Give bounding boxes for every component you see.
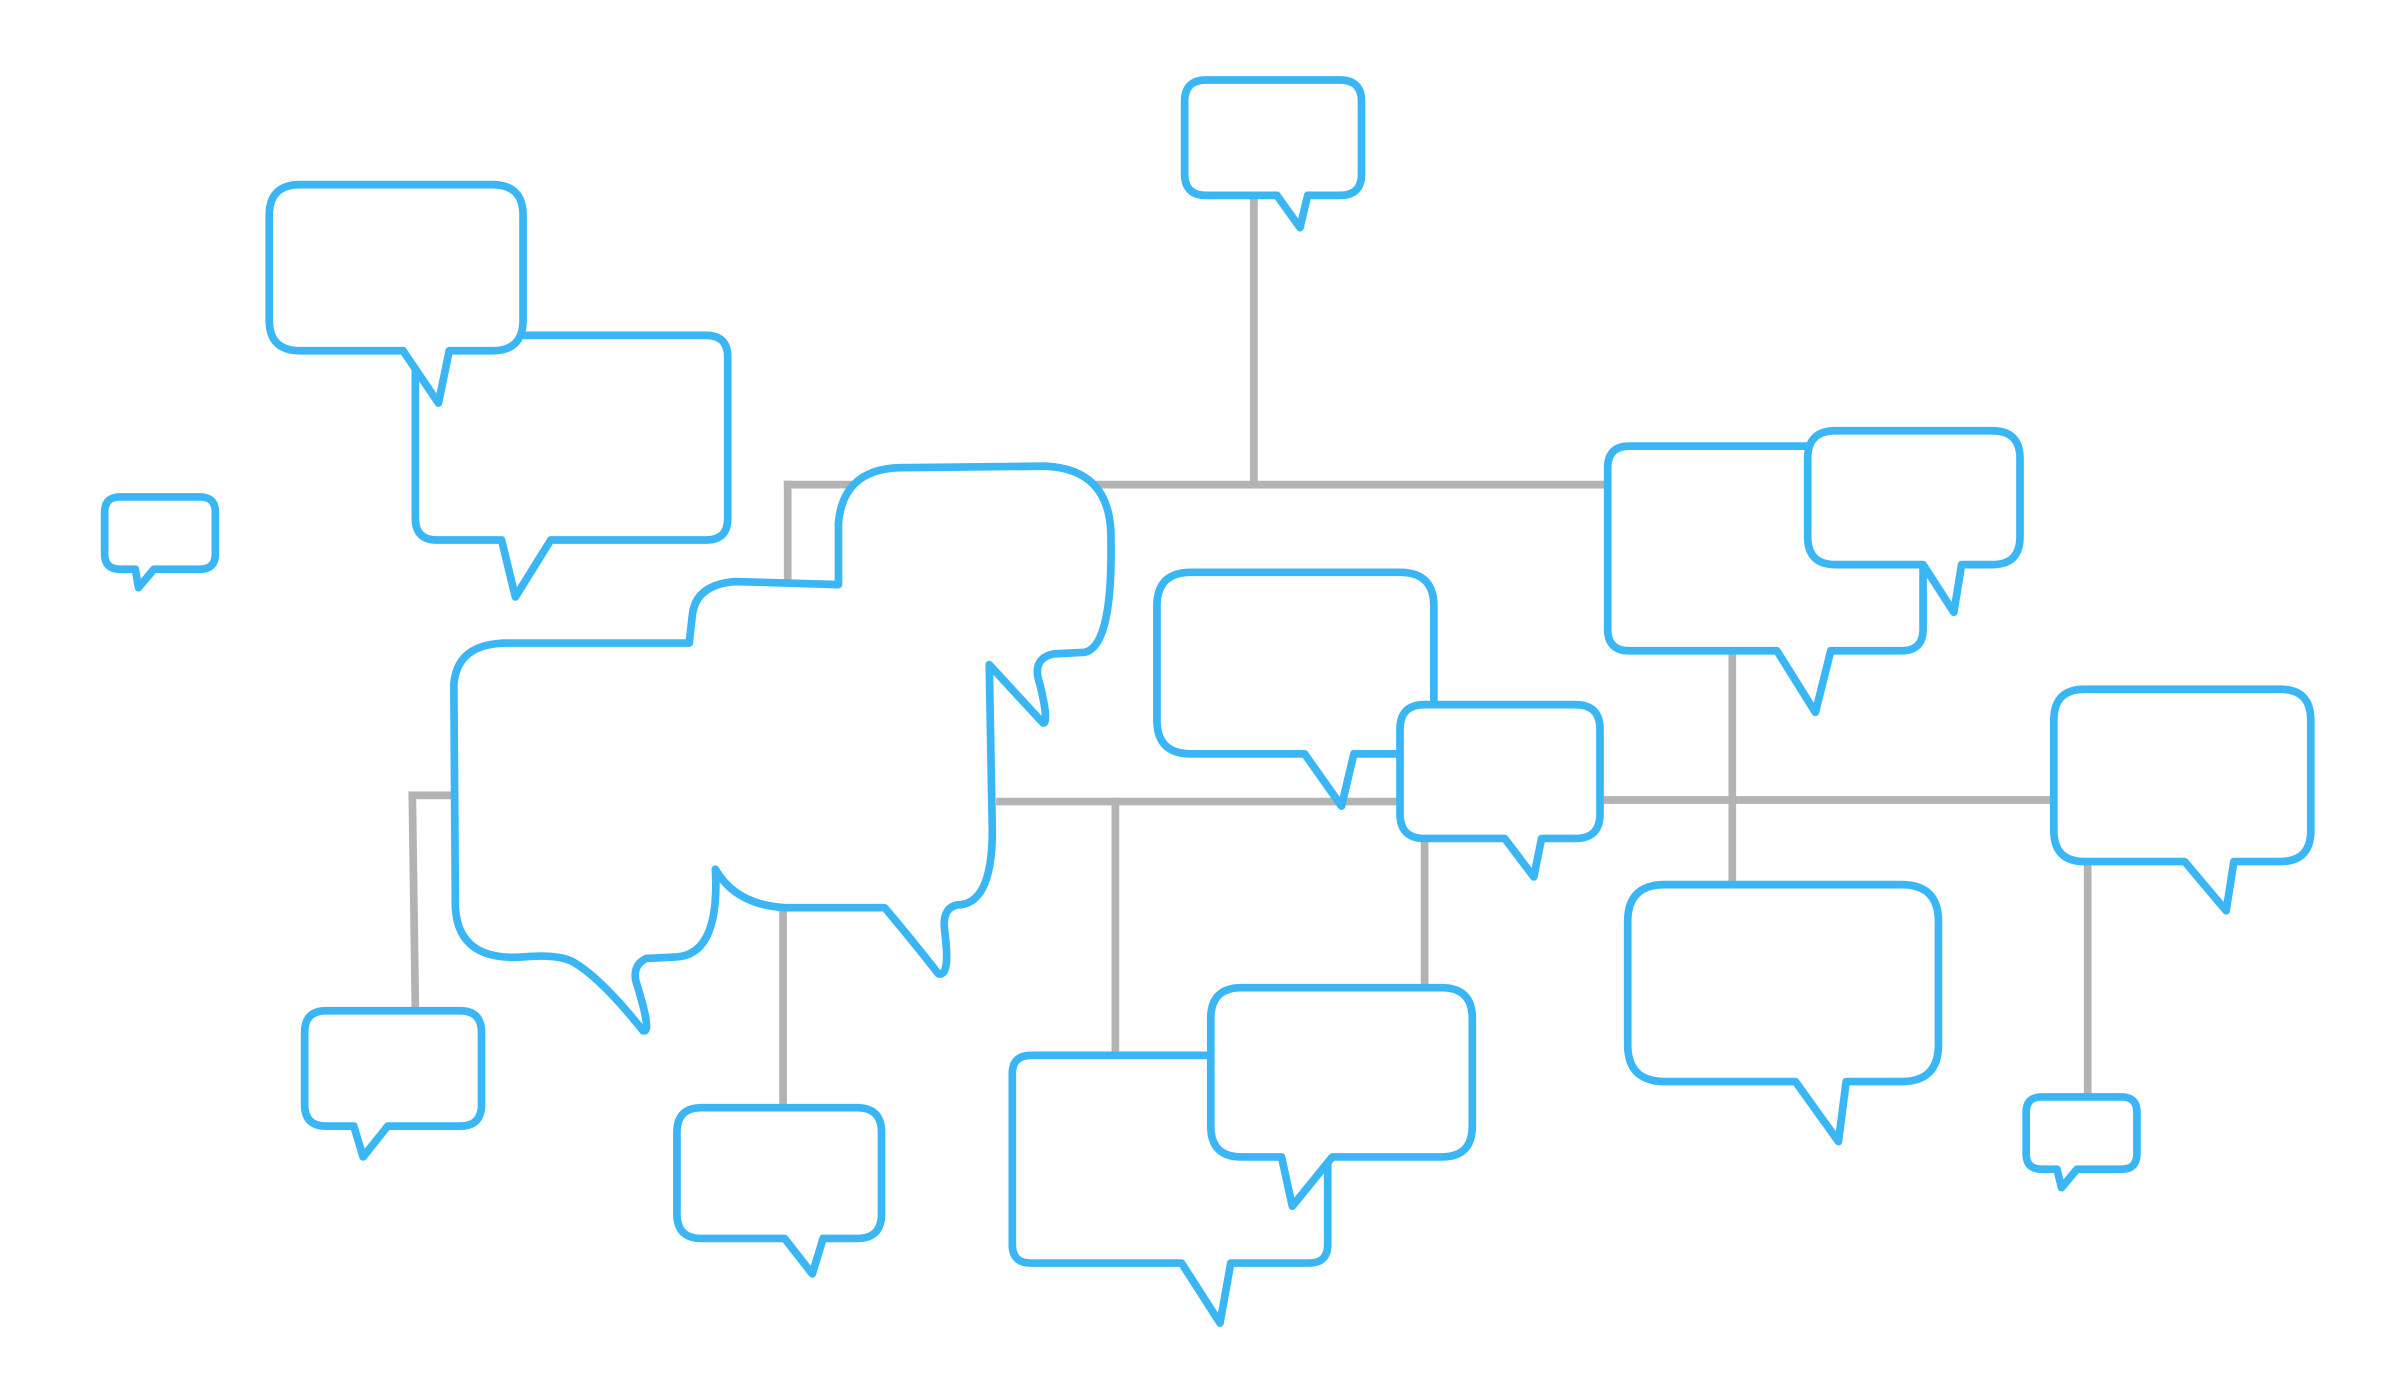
speech-bubble-icon <box>2050 685 2315 915</box>
speech-bubble-icon <box>1180 76 1366 232</box>
speech-bubble-icon <box>450 462 1115 1035</box>
speech-bubble-icon <box>1153 568 1438 810</box>
speech-bubble-icon <box>411 331 732 601</box>
speech-bubble-icon <box>1803 426 2024 617</box>
speech-bubble-icon <box>673 1103 886 1278</box>
speech-bubble-icon <box>2022 1093 2141 1192</box>
speech-bubble-icon <box>265 180 527 407</box>
speech-bubble-icon <box>300 1006 486 1161</box>
speech-bubbles <box>100 76 2315 1327</box>
speech-bubble-icon <box>1206 983 1477 1210</box>
connector-line <box>408 791 420 1015</box>
speech-bubble-icon <box>100 493 220 592</box>
speech-bubble-icon <box>1623 880 1943 1146</box>
speech-bubble-icon <box>1396 700 1604 881</box>
